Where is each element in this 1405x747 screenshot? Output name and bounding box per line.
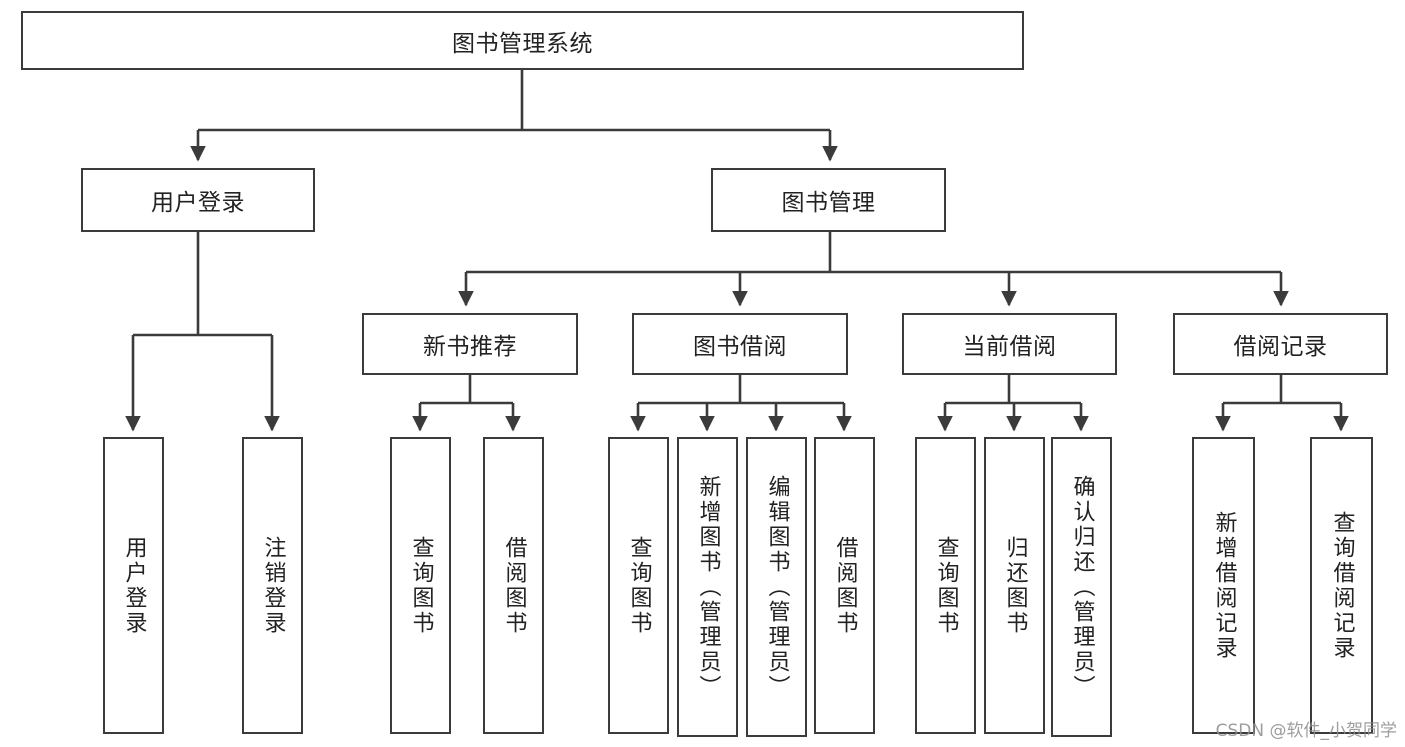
- node-label: 编辑图书（管理员）: [764, 474, 790, 700]
- leaf-new-book-query-book[interactable]: 查询图书: [390, 437, 451, 734]
- csdn-watermark: CSDN @软件_小贺同学: [1215, 721, 1397, 741]
- leaf-borrow-record-query-record[interactable]: 查询借阅记录: [1310, 437, 1373, 734]
- node-book-borrow[interactable]: 图书借阅: [632, 313, 848, 375]
- node-label: 新增借阅记录: [1211, 510, 1237, 661]
- leaf-current-borrow-return-book[interactable]: 归还图书: [984, 437, 1045, 734]
- node-label: 新书推荐: [423, 334, 517, 360]
- leaf-borrow-record-add-record[interactable]: 新增借阅记录: [1192, 437, 1255, 734]
- node-label: 归还图书: [1002, 535, 1028, 636]
- leaf-book-borrow-query-book[interactable]: 查询图书: [608, 437, 669, 734]
- node-label: 借阅图书: [501, 535, 527, 636]
- node-label: 查询图书: [933, 535, 959, 636]
- node-label: 注销登录: [260, 535, 286, 636]
- node-label: 图书管理: [781, 190, 876, 216]
- node-user-login[interactable]: 用户登录: [81, 168, 315, 232]
- node-book-management[interactable]: 图书管理: [711, 168, 946, 232]
- node-label: 当前借阅: [962, 334, 1057, 360]
- leaf-user-login-login[interactable]: 用户登录: [103, 437, 164, 734]
- node-root-book-management-system[interactable]: 图书管理系统: [21, 11, 1024, 70]
- leaf-book-borrow-edit-book-admin[interactable]: 编辑图书（管理员）: [746, 437, 807, 737]
- node-label: 借阅记录: [1233, 334, 1328, 360]
- leaf-user-login-logout[interactable]: 注销登录: [242, 437, 303, 734]
- node-label: 查询图书: [408, 535, 434, 636]
- node-label: 新增图书（管理员）: [695, 474, 721, 700]
- node-new-book-recommend[interactable]: 新书推荐: [362, 313, 578, 375]
- node-borrow-record[interactable]: 借阅记录: [1173, 313, 1388, 375]
- leaf-current-borrow-confirm-return-admin[interactable]: 确认归还（管理员）: [1051, 437, 1112, 737]
- node-label: 用户登录: [151, 190, 245, 216]
- leaf-book-borrow-borrow-book[interactable]: 借阅图书: [814, 437, 875, 734]
- leaf-book-borrow-add-book-admin[interactable]: 新增图书（管理员）: [677, 437, 738, 737]
- node-label: 用户登录: [121, 535, 147, 636]
- node-label: 图书借阅: [693, 334, 787, 360]
- leaf-current-borrow-query-book[interactable]: 查询图书: [915, 437, 976, 734]
- node-label: 图书管理系统: [452, 30, 593, 57]
- node-label: 确认归还（管理员）: [1069, 474, 1095, 700]
- node-current-borrow[interactable]: 当前借阅: [902, 313, 1117, 375]
- leaf-new-book-borrow-book[interactable]: 借阅图书: [483, 437, 544, 734]
- node-label: 借阅图书: [832, 535, 858, 636]
- node-label: 查询借阅记录: [1329, 510, 1355, 661]
- node-label: 查询图书: [626, 535, 652, 636]
